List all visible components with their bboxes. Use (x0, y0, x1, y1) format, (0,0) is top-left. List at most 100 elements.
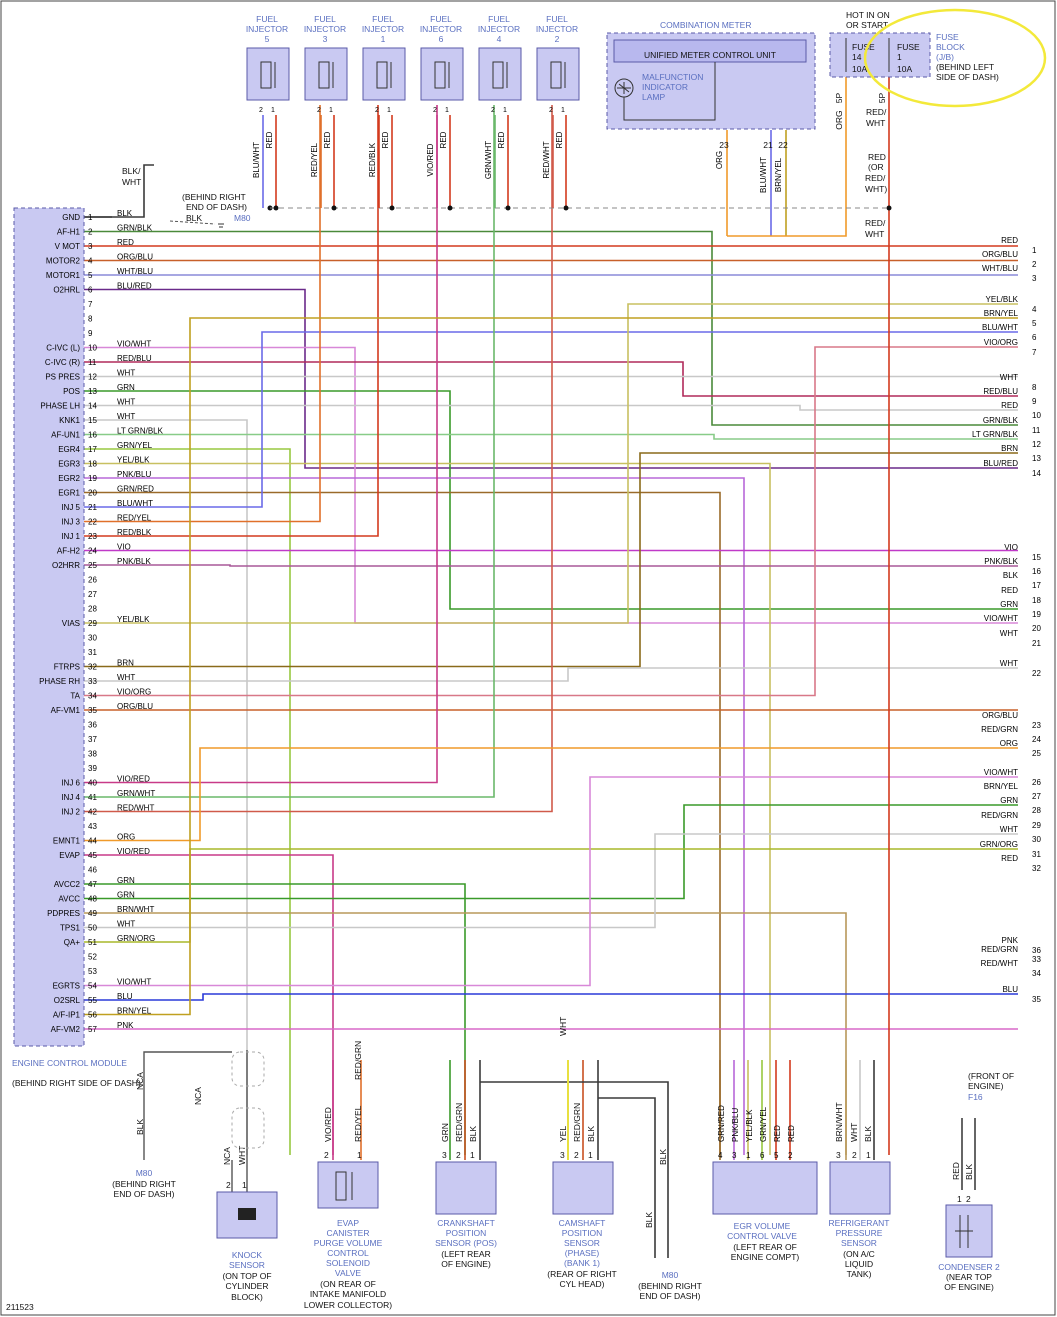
cam-name-3: SENSOR (564, 1238, 600, 1248)
ecm-pin-label: EVAP (59, 851, 80, 860)
right-terminals: RED1ORG/BLU2WHT/BLU3YEL/BLK4BRN/YEL5BLU/… (972, 236, 1041, 1004)
injector-number: 3 (323, 34, 328, 44)
wire-yel-blk (84, 462, 771, 1155)
ecm-wire-label: WHT (117, 920, 135, 929)
injector-pin-2: 2 (491, 107, 495, 114)
m80b-wire-1: BLK (658, 1149, 668, 1165)
cam-pin-3: 3 (560, 1150, 565, 1160)
ecm-wire-label: VIO/ORG (117, 688, 151, 697)
right-terminal-number: 22 (1032, 669, 1041, 678)
ecm-pin-number: 23 (88, 532, 97, 541)
ground-wire-blk (598, 1097, 656, 1258)
ecm-location: (BEHIND RIGHT SIDE OF DASH) (12, 1078, 141, 1088)
cam-sensor-body (552, 1161, 614, 1215)
wire-brn (84, 452, 1018, 668)
ecm-wire-label: GRN/RED (117, 485, 154, 494)
ecm-pin-number: 6 (88, 286, 93, 295)
ecm-pin-number: 48 (88, 895, 97, 904)
ecm-pin-number: 28 (88, 605, 97, 614)
injector-wire-label: RED/WHT (542, 141, 551, 178)
crank-sensor-body (435, 1161, 497, 1215)
wire-org (84, 747, 1018, 842)
right-wire-label: VIO (1004, 543, 1018, 552)
ecm-wire-label: ORG/BLU (117, 253, 153, 262)
right-wire-label: VIO/ORG (984, 338, 1018, 347)
crank-pin-1: 1 (470, 1150, 475, 1160)
evap-pin-2: 2 (324, 1150, 329, 1160)
ecm-wire-label: ORG (117, 833, 135, 842)
ecm-wire-label: PNK/BLU (117, 470, 151, 479)
refrig-wire-blk: BLK (863, 1126, 873, 1142)
fuse-1-wire-b: WHT (866, 118, 885, 128)
fuse-14-num: 14 (852, 52, 862, 62)
ecm-pin-number: 19 (88, 474, 97, 483)
ecm-wire-label: GRN (117, 383, 135, 392)
injector-wire-label: RED (381, 131, 390, 148)
ecm-pin-number: 10 (88, 344, 97, 353)
ecm-pin-number: 30 (88, 634, 97, 643)
ecm-wire-label: WHT (117, 369, 135, 378)
injector-pin-1: 1 (387, 107, 391, 114)
right-terminal-number: 15 (1032, 553, 1041, 562)
right-wire-label: WHT/BLU (982, 264, 1018, 273)
right-wire-label: RED (1001, 854, 1018, 863)
wire-yel-blk (84, 303, 1018, 624)
ecm-pin-label: PS PRES (45, 373, 80, 382)
ecm-pin-label: AF-VM1 (51, 706, 81, 715)
injector-pin-2: 2 (375, 107, 379, 114)
splice-dot (389, 205, 395, 211)
ecm-pin-number: 29 (88, 619, 97, 628)
injector-line2: INJECTOR (304, 24, 346, 34)
right-wire-label: BRN/YEL (984, 309, 1019, 318)
splice-dot (505, 205, 511, 211)
ecm-pin-number: 18 (88, 460, 97, 469)
evap-wire-redgrn: RED/GRN (353, 1041, 363, 1080)
injector-coil-icon (318, 61, 334, 89)
injector-line1: FUEL (488, 14, 510, 24)
meter-title: COMBINATION METER (660, 20, 751, 30)
injector-wire-label: RED (439, 131, 448, 148)
ecm-pin-label: EGR1 (58, 489, 80, 498)
ecm-pin-number: 24 (88, 547, 97, 556)
ecm-pin-label: O2SRL (54, 996, 81, 1005)
right-wire-label: VIO/WHT (984, 768, 1018, 777)
egr-wire-label: GRN/RED (717, 1105, 726, 1142)
red-or-line4: WHT) (865, 184, 887, 194)
wire-pnk-blk (84, 564, 1018, 567)
m80b-l2: END OF DASH) (640, 1291, 701, 1301)
ecm-pin-number: 40 (88, 779, 97, 788)
right-wire-label: GRN/BLK (983, 416, 1019, 425)
refrig-name-3: SENSOR (841, 1238, 877, 1248)
injector-line1: FUEL (256, 14, 278, 24)
ecm-pin-label: INJ 4 (61, 793, 80, 802)
fuse-14-pin: 5P (834, 92, 844, 103)
injector-number: 6 (439, 34, 444, 44)
injector-number: 1 (381, 34, 386, 44)
ecm-pin-number: 44 (88, 837, 97, 846)
ecm-pin-label: INJ 3 (61, 518, 80, 527)
right-wire-label: GRN (1000, 796, 1018, 805)
right-terminal-number: 31 (1032, 850, 1041, 859)
ecm-pin-label: GND (62, 213, 80, 222)
injector-line1: FUEL (372, 14, 394, 24)
right-wire-label: BRN/YEL (984, 782, 1019, 791)
m80b-code: M80 (662, 1270, 679, 1280)
cond-front-2: ENGINE) (968, 1081, 1004, 1091)
evap-loc-1: (ON REAR OF (320, 1279, 376, 1289)
ecm-wire-label: WHT (117, 673, 135, 682)
ecm-pin-number: 8 (88, 315, 93, 324)
ecm-pin-label: QA+ (64, 938, 81, 947)
ecm-wire-label: VIO (117, 543, 131, 552)
ecm-pin-label: PDPRES (47, 909, 80, 918)
fuse-label-5: SIDE OF DASH) (936, 72, 999, 82)
right-terminal-number: 26 (1032, 778, 1041, 787)
ecm-wire-label: RED/YEL (117, 514, 152, 523)
right-terminal-number: 21 (1032, 639, 1041, 648)
ecm-wire-label: BRN/YEL (117, 1007, 152, 1016)
injector-line1: FUEL (546, 14, 568, 24)
cam-wire-yel: YEL (558, 1126, 568, 1142)
ecm-pin-label: EMNT1 (53, 837, 81, 846)
ecm-pin-number: 57 (88, 1025, 97, 1034)
crank-loc-1: (LEFT REAR (441, 1249, 490, 1259)
wire-blu-red (84, 288, 1018, 469)
